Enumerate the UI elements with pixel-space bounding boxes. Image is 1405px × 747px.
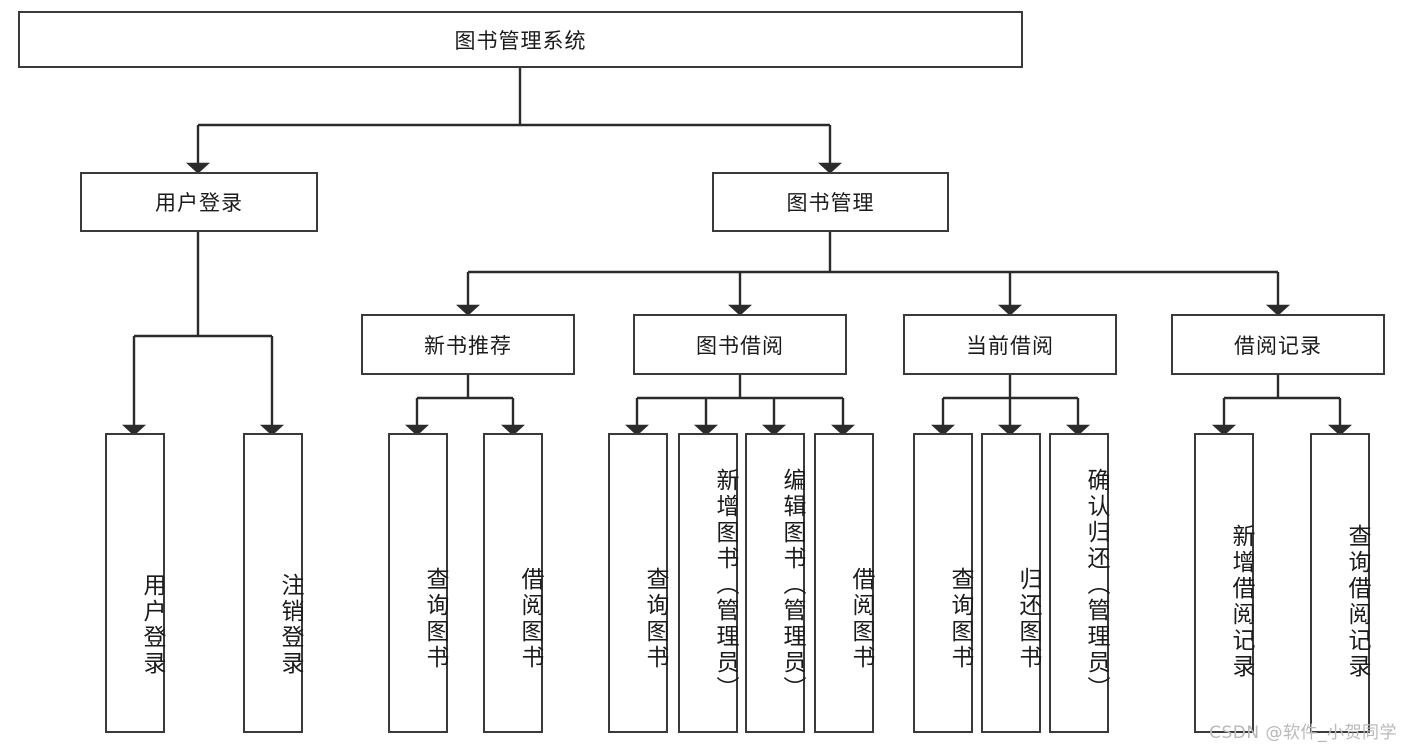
node-user-login[interactable]: 用户登录 [80,172,318,232]
node-user-login-label: 用户登录 [155,191,243,215]
node-leaf-return-book-label: 归还图书 [1015,567,1041,671]
node-leaf-edit-book[interactable]: 编辑图书（管理员） [745,433,805,733]
node-leaf-query-book-3-label: 查询图书 [947,567,973,671]
node-leaf-confirm-return[interactable]: 确认归还（管理员） [1049,433,1109,733]
node-leaf-query-record[interactable]: 查询借阅记录 [1310,433,1370,733]
node-root[interactable]: 图书管理系统 [18,11,1023,68]
node-new-book-recommend-label: 新书推荐 [424,333,512,358]
node-leaf-add-book-label: 新增图书（管理员） [712,468,738,702]
node-leaf-query-book-3[interactable]: 查询图书 [913,433,973,733]
watermark: CSDN @软件_小贺同学 [1209,723,1397,743]
node-leaf-query-book-2-label: 查询图书 [642,567,668,671]
node-leaf-borrow-book-2[interactable]: 借阅图书 [814,433,874,733]
node-leaf-query-book-2[interactable]: 查询图书 [608,433,668,733]
node-leaf-edit-book-label: 编辑图书（管理员） [779,468,805,702]
node-borrow-record[interactable]: 借阅记录 [1171,314,1385,375]
node-borrow-record-label: 借阅记录 [1234,333,1322,358]
node-leaf-add-book[interactable]: 新增图书（管理员） [678,433,738,733]
node-leaf-user-login[interactable]: 用户登录 [105,433,165,733]
node-new-book-recommend[interactable]: 新书推荐 [361,314,575,375]
node-leaf-borrow-book-1[interactable]: 借阅图书 [483,433,543,733]
node-leaf-borrow-book-1-label: 借阅图书 [517,567,543,671]
node-leaf-add-record[interactable]: 新增借阅记录 [1194,433,1254,733]
node-book-manage[interactable]: 图书管理 [712,172,949,232]
node-leaf-add-record-label: 新增借阅记录 [1228,524,1254,680]
node-leaf-logout-label: 注销登录 [277,573,303,677]
node-leaf-user-login-label: 用户登录 [139,573,165,677]
node-leaf-return-book[interactable]: 归还图书 [981,433,1041,733]
node-leaf-query-record-label: 查询借阅记录 [1344,524,1370,680]
node-book-manage-label: 图书管理 [786,191,875,215]
node-leaf-borrow-book-2-label: 借阅图书 [848,567,874,671]
node-current-borrow-label: 当前借阅 [966,333,1054,358]
node-leaf-confirm-return-label: 确认归还（管理员） [1083,468,1109,702]
node-book-borrow-label: 图书借阅 [696,333,784,358]
node-current-borrow[interactable]: 当前借阅 [903,314,1117,375]
node-book-borrow[interactable]: 图书借阅 [633,314,847,375]
node-leaf-query-book-1[interactable]: 查询图书 [388,433,448,733]
node-leaf-query-book-1-label: 查询图书 [422,567,448,671]
node-root-label: 图书管理系统 [454,28,587,53]
node-leaf-logout[interactable]: 注销登录 [243,433,303,733]
